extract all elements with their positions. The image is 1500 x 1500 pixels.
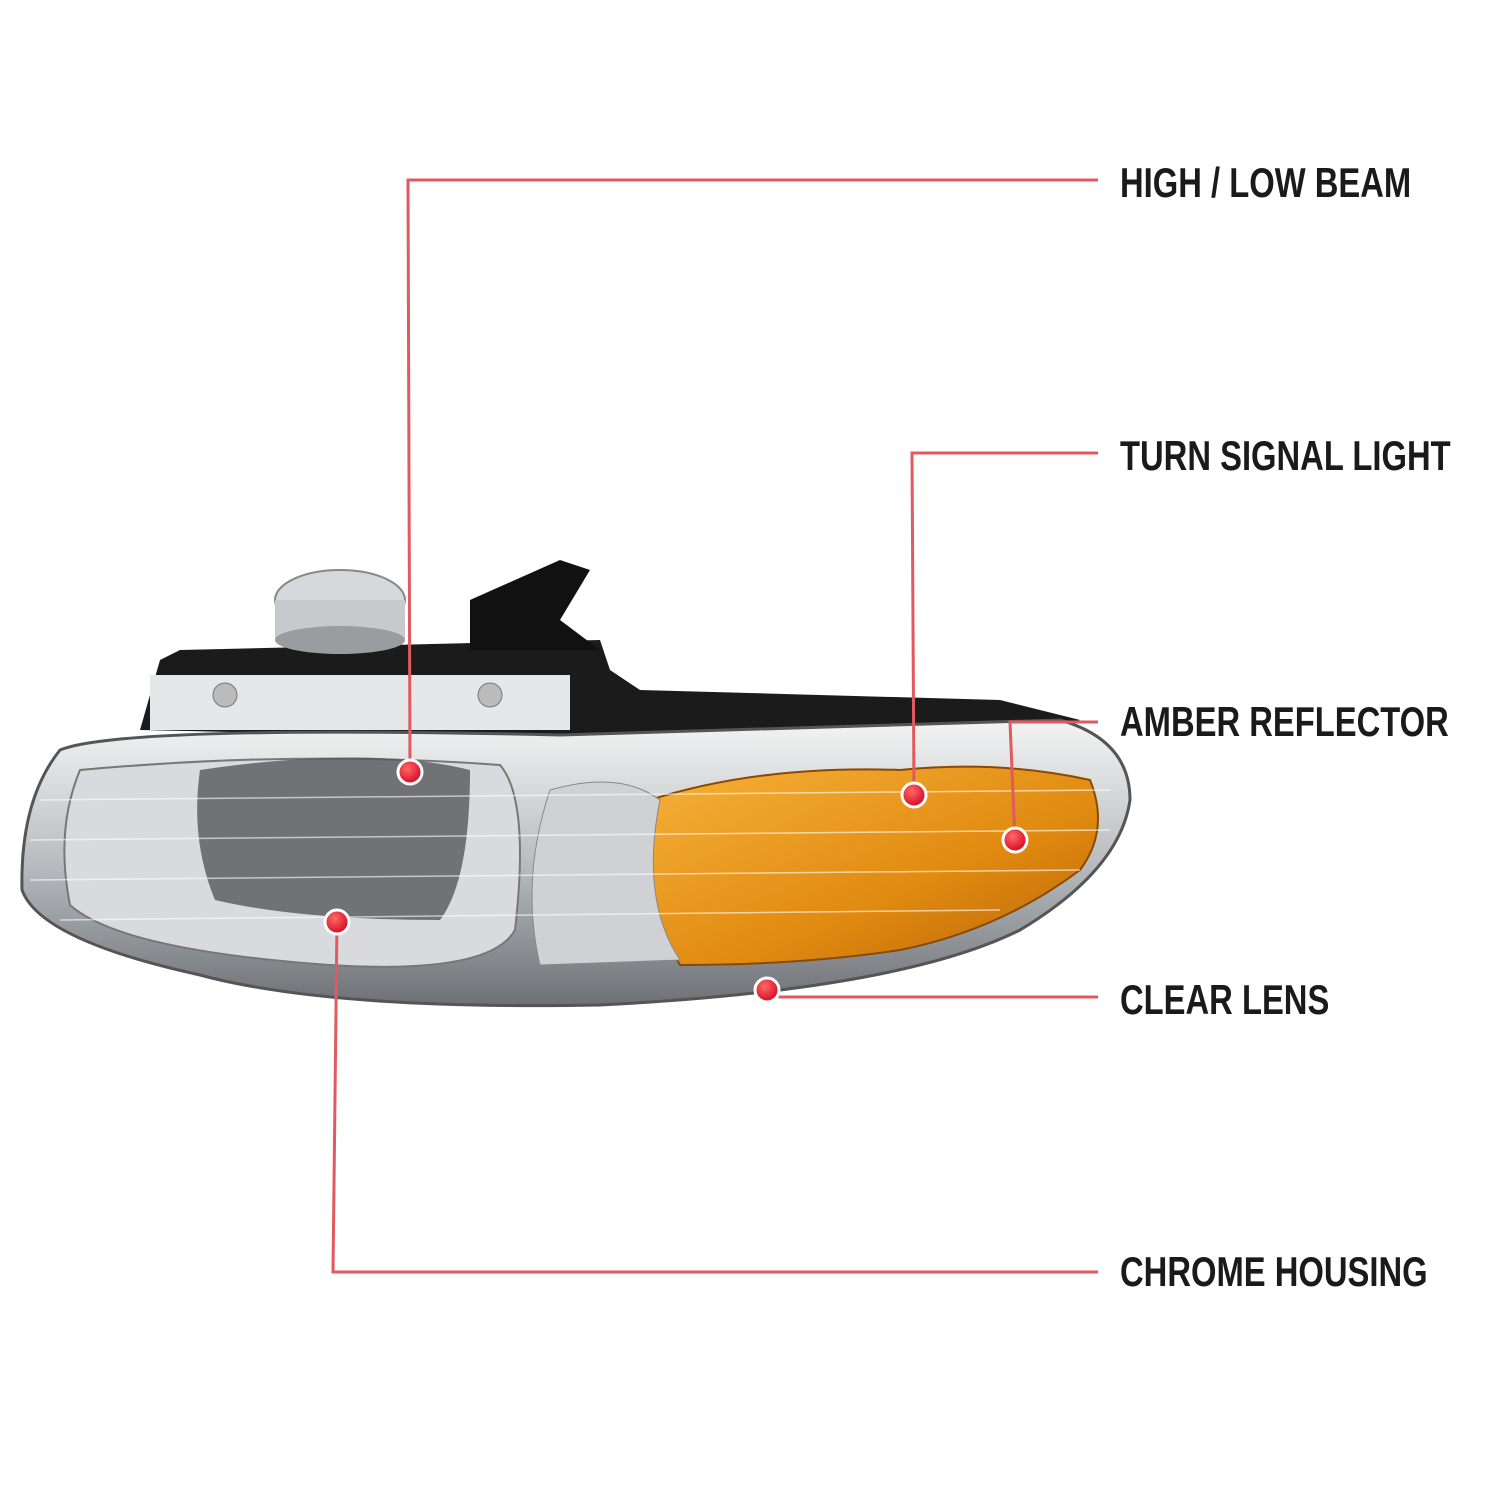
marker-dot-turn-signal xyxy=(900,781,928,809)
leader-line-high-low-beam xyxy=(406,178,1098,773)
leader-line-clear-lens xyxy=(766,990,1098,999)
marker-dot-clear-lens xyxy=(753,976,781,1004)
leader-line-chrome-housing xyxy=(331,921,1098,1274)
callout-label-turn-signal-light: TURN SIGNAL LIGHT xyxy=(1120,432,1451,479)
marker-dot-high-low-beam xyxy=(396,758,424,786)
callout-label-amber-reflector: AMBER REFLECTOR xyxy=(1120,698,1449,745)
leader-line-turn-signal xyxy=(910,451,1098,796)
callout-label-clear-lens: CLEAR LENS xyxy=(1120,976,1330,1023)
marker-dots xyxy=(323,758,1029,1004)
callout-label-chrome-housing: CHROME HOUSING xyxy=(1120,1248,1428,1295)
callout-label-high-low-beam: HIGH / LOW BEAM xyxy=(1120,159,1412,206)
marker-dot-chrome-housing xyxy=(323,908,351,936)
marker-dot-amber-reflector xyxy=(1001,826,1029,854)
headlight-body xyxy=(20,560,1132,1008)
leader-line-amber-reflector xyxy=(1008,720,1098,841)
